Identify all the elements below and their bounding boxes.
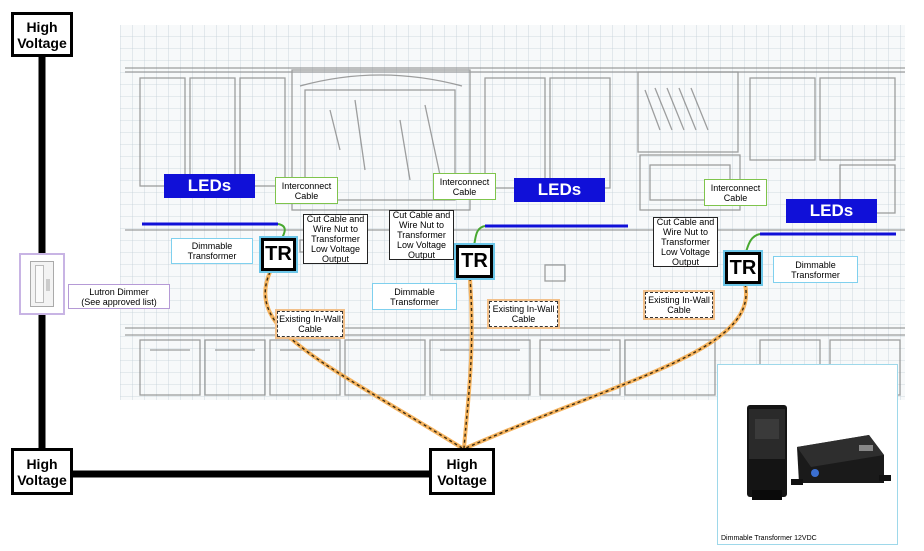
high-voltage-box-bottom-left: High Voltage xyxy=(11,448,73,495)
high-voltage-wiring xyxy=(38,57,432,478)
leds-label-left: LEDs xyxy=(164,174,255,198)
interconnect-label-center: Interconnect Cable xyxy=(433,173,496,200)
cut-cable-label-left: Cut Cable and Wire Nut to Transformer Lo… xyxy=(303,214,368,264)
existing-in-wall-cables xyxy=(263,271,749,450)
transformer-center: TR xyxy=(456,245,493,278)
transformer-right: TR xyxy=(725,252,761,284)
leds-label-center: LEDs xyxy=(514,178,605,202)
dimmer-switch-icon xyxy=(19,253,65,315)
dimmer-label: Lutron Dimmer (See approved list) xyxy=(68,284,170,309)
transformer-photo-caption: Dimmable Transformer 12VDC xyxy=(721,535,817,542)
existing-cable-label-center: Existing In-Wall Cable xyxy=(489,301,558,327)
high-voltage-box-top-left: High Voltage xyxy=(11,12,73,57)
interconnect-label-right: Interconnect Cable xyxy=(704,179,767,206)
cut-cable-label-center: Cut Cable and Wire Nut to Transformer Lo… xyxy=(389,210,454,260)
led-strips xyxy=(142,222,896,236)
transformer-photo-card: Dimmable Transformer 12VDC xyxy=(717,364,898,545)
transformer-left: TR xyxy=(261,238,296,271)
leds-label-right: LEDs xyxy=(786,199,877,223)
existing-cable-label-right: Existing In-Wall Cable xyxy=(645,292,713,318)
dimmable-transformer-label-right: Dimmable Transformer xyxy=(773,256,858,283)
high-voltage-box-bottom-center: High Voltage xyxy=(429,448,495,495)
dimmable-transformer-label-center: Dimmable Transformer xyxy=(372,283,457,310)
dimmable-transformer-label-left: Dimmable Transformer xyxy=(171,238,253,264)
interconnect-label-left: Interconnect Cable xyxy=(275,177,338,204)
cut-cable-label-right: Cut Cable and Wire Nut to Transformer Lo… xyxy=(653,217,718,267)
kitchen-sketch-background xyxy=(120,25,905,400)
transformer-photo-image xyxy=(747,405,891,500)
existing-cable-label-left: Existing In-Wall Cable xyxy=(277,311,343,337)
